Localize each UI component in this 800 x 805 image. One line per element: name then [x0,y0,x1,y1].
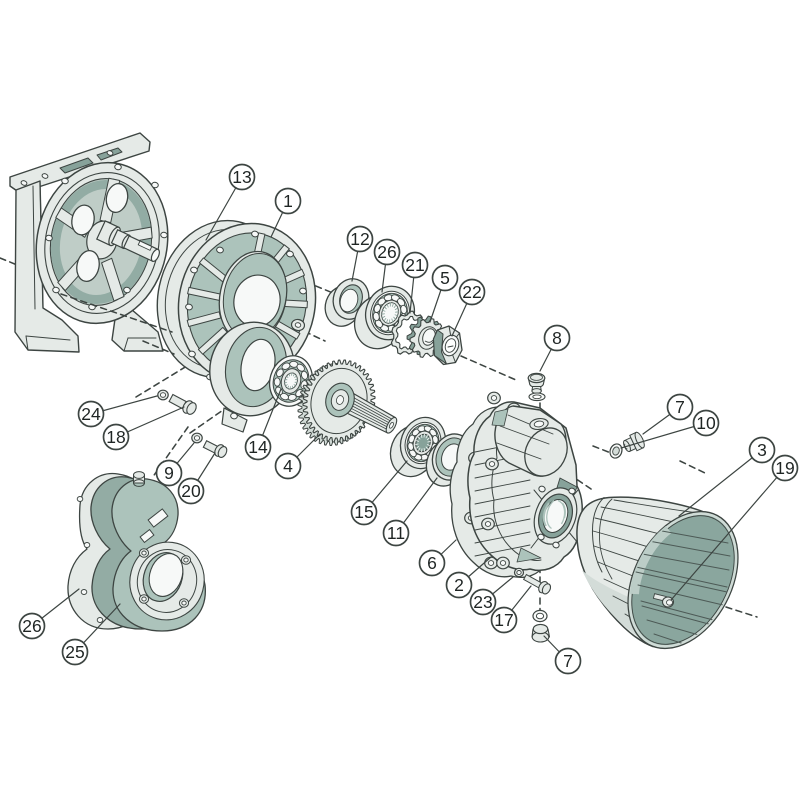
svg-text:8: 8 [552,328,562,348]
svg-text:22: 22 [462,282,481,302]
svg-text:1: 1 [283,191,293,211]
svg-text:3: 3 [757,440,767,460]
svg-text:6: 6 [427,553,437,573]
svg-text:12: 12 [350,229,369,249]
svg-text:5: 5 [440,268,450,288]
svg-text:4: 4 [283,456,293,476]
svg-text:25: 25 [65,642,84,662]
svg-text:7: 7 [563,651,573,671]
svg-text:23: 23 [473,592,492,612]
svg-text:15: 15 [354,502,373,522]
svg-text:9: 9 [164,463,174,483]
svg-text:24: 24 [81,404,101,424]
svg-text:14: 14 [248,437,268,457]
svg-text:21: 21 [405,255,424,275]
svg-text:7: 7 [675,397,685,417]
svg-text:10: 10 [696,413,716,433]
svg-text:17: 17 [494,610,513,630]
svg-text:26: 26 [377,242,396,262]
svg-text:13: 13 [232,167,251,187]
svg-text:11: 11 [387,523,405,543]
svg-text:2: 2 [454,575,464,595]
svg-text:19: 19 [775,458,794,478]
svg-text:26: 26 [22,616,41,636]
svg-text:18: 18 [106,427,125,447]
svg-text:20: 20 [181,481,201,501]
